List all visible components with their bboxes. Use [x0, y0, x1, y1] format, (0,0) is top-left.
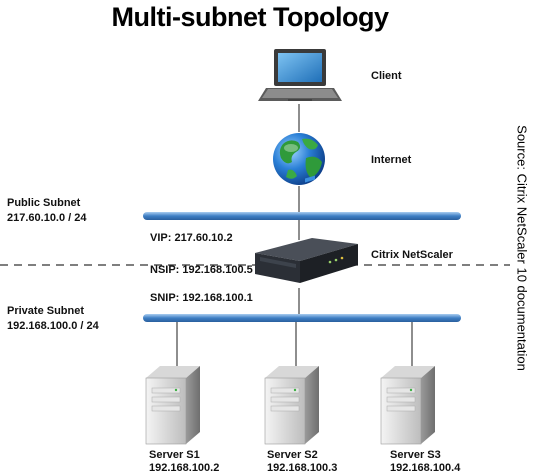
server-s1-icon — [145, 366, 200, 445]
public-subnet-cidr: 217.60.10.0 / 24 — [7, 212, 87, 224]
vip-label: VIP: 217.60.10.2 — [150, 232, 233, 244]
netscaler-appliance-icon — [255, 175, 358, 283]
server-s1-ip: 192.168.100.2 — [149, 462, 220, 474]
netscaler-label: Citrix NetScaler — [371, 249, 453, 261]
private-subnet-name: Private Subnet — [7, 305, 85, 317]
private-subnet-bus — [143, 314, 461, 322]
public-subnet-bus — [143, 212, 461, 220]
connection-lines — [176, 104, 413, 368]
diagram-title: Multi-subnet Topology — [111, 2, 389, 32]
source-note: Source: Citrix NetScaler 10 documentatio… — [514, 125, 530, 371]
private-subnet-cidr: 192.168.100.0 / 24 — [7, 320, 99, 332]
laptop-icon — [258, 49, 342, 101]
server-s3-name: Server S3 — [390, 449, 441, 461]
server-s2-name: Server S2 — [267, 449, 318, 461]
client-label: Client — [371, 70, 402, 82]
server-s1-name: Server S1 — [149, 449, 200, 461]
snip-label: SNIP: 192.168.100.1 — [150, 292, 253, 304]
globe-icon — [273, 133, 325, 185]
nsip-label: NSIP: 192.168.100.5 — [150, 264, 253, 276]
server-s3-icon — [380, 366, 435, 445]
server-s3-ip: 192.168.100.4 — [390, 462, 461, 474]
server-s2-icon — [264, 366, 319, 445]
internet-label: Internet — [371, 154, 412, 166]
public-subnet-name: Public Subnet — [7, 197, 81, 209]
server-s2-ip: 192.168.100.3 — [267, 462, 338, 474]
